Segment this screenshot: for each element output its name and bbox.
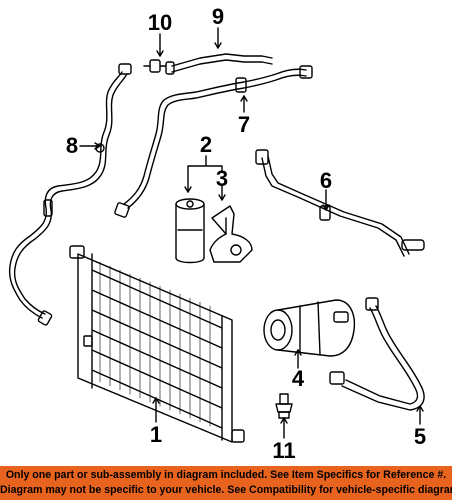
callout-11: 11 xyxy=(272,438,295,462)
callout-3: 3 xyxy=(216,166,228,191)
part-3-bracket xyxy=(209,205,253,263)
callout-6: 6 xyxy=(320,168,332,193)
part-1-condenser xyxy=(69,245,245,443)
callout-10: 10 xyxy=(148,10,172,35)
callout-4: 4 xyxy=(292,366,305,391)
part-4-compressor xyxy=(263,299,356,357)
callout-8: 8 xyxy=(66,133,78,158)
disclaimer-line-1: Only one part or sub-assembly in diagram… xyxy=(5,469,447,481)
part-7-hose xyxy=(114,65,313,218)
callout-9: 9 xyxy=(212,4,224,29)
leader-lines xyxy=(79,27,424,439)
callout-1: 1 xyxy=(150,422,162,447)
part-9-hose xyxy=(165,53,273,75)
part-11-switch xyxy=(275,393,293,419)
ac-parts-diagram: 10 9 8 7 2 3 6 4 5 1 11 xyxy=(8,4,426,462)
disclaimer-banner: Only one part or sub-assembly in diagram… xyxy=(0,466,452,500)
part-2-receiver-drier xyxy=(175,198,205,264)
disclaimer-line-2: Diagram may not be specific to your vehi… xyxy=(0,484,452,496)
callout-2: 2 xyxy=(200,132,212,157)
part-5-hose xyxy=(329,297,425,411)
part-6-hose xyxy=(255,149,425,257)
part-8-hose xyxy=(8,63,132,326)
callout-5: 5 xyxy=(414,424,426,449)
part-10-switch xyxy=(143,59,167,73)
callout-7: 7 xyxy=(238,112,250,137)
